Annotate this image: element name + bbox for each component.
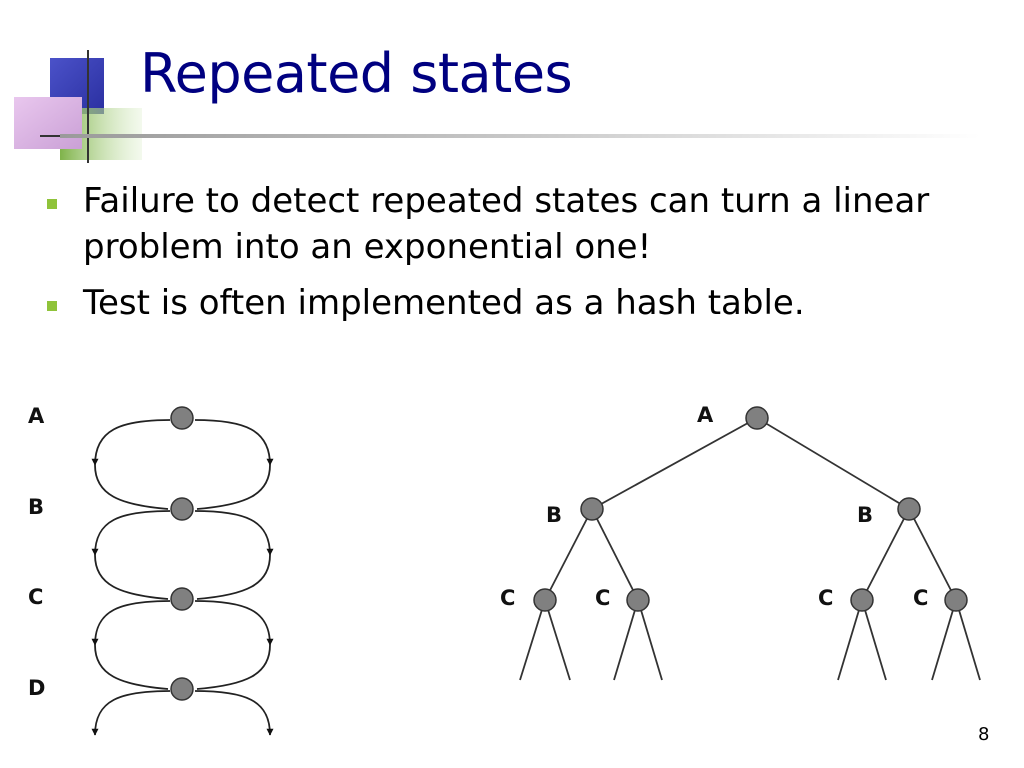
tree-label-b-left: B — [546, 503, 562, 527]
tree-label-c-1: C — [500, 586, 515, 610]
bullet-square-icon — [47, 199, 57, 209]
bullet-square-icon — [47, 301, 57, 311]
edge-d-out-left — [91, 690, 171, 736]
tree-edge — [544, 599, 571, 681]
tree-node-c-1 — [533, 588, 557, 612]
edge-c-d-left — [91, 600, 171, 646]
edge-b-c-right — [194, 510, 274, 556]
tree-edge — [544, 508, 593, 601]
tree-node-c-3 — [850, 588, 874, 612]
node-d — [170, 677, 194, 701]
tree-edge — [591, 417, 758, 510]
page-number: 8 — [978, 724, 990, 745]
search-tree: A B B C C C C — [500, 403, 981, 681]
tree-edge — [591, 508, 639, 601]
bullet-item: Failure to detect repeated states can tu… — [40, 178, 1000, 270]
label-b: B — [28, 495, 44, 519]
tree-label-c-4: C — [913, 586, 928, 610]
tree-node-b-right — [897, 497, 921, 521]
tree-edge — [861, 508, 910, 601]
tree-node-b-left — [580, 497, 604, 521]
label-a: A — [28, 404, 45, 428]
edge-c-d-right — [194, 600, 274, 646]
bullet-list: Failure to detect repeated states can tu… — [40, 178, 1000, 336]
state-space-graph: A B C D — [28, 404, 274, 736]
edge-b-right-in — [196, 464, 271, 510]
node-c — [170, 587, 194, 611]
tree-edge — [908, 508, 957, 601]
bullet-text: Test is often implemented as a hash tabl… — [83, 283, 805, 323]
title-divider — [60, 134, 980, 138]
edge-c-right-in — [196, 554, 271, 600]
edge-a-b-right — [194, 419, 274, 466]
tree-edge — [756, 417, 910, 510]
label-d: D — [28, 676, 45, 700]
slide-title: Repeated states — [140, 42, 573, 105]
tree-edge — [613, 599, 639, 681]
tree-edge — [637, 599, 663, 681]
label-c: C — [28, 585, 43, 609]
tree-edge — [931, 599, 957, 681]
tree-edge — [837, 599, 863, 681]
tree-label-c-2: C — [595, 586, 610, 610]
edge-a-b-left — [91, 419, 171, 466]
node-b — [170, 497, 194, 521]
tree-label-b-right: B — [857, 503, 873, 527]
tree-node-c-2 — [626, 588, 650, 612]
tree-edge — [519, 599, 546, 681]
edge-b-left-in — [94, 464, 169, 510]
tree-edge — [861, 599, 887, 681]
edge-d-out-right — [194, 690, 274, 736]
edge-d-right-in — [196, 644, 271, 690]
tree-edge — [955, 599, 981, 681]
edge-d-left-in — [94, 644, 169, 690]
tree-label-c-3: C — [818, 586, 833, 610]
tree-node-a — [745, 406, 769, 430]
edge-b-c-left — [91, 510, 171, 556]
tree-node-c-4 — [944, 588, 968, 612]
tree-label-a: A — [697, 403, 714, 427]
bullet-text: Failure to detect repeated states can tu… — [83, 181, 930, 267]
node-a — [170, 406, 194, 430]
edge-c-left-in — [94, 554, 169, 600]
bullet-item: Test is often implemented as a hash tabl… — [40, 280, 1000, 326]
